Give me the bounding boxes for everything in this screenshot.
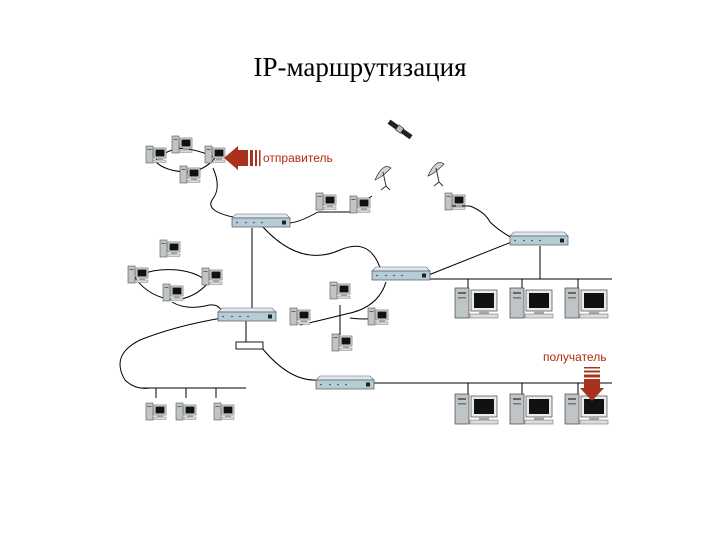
- workstation-icon: [162, 283, 184, 302]
- workstation-icon: [444, 192, 466, 211]
- workstation-icon: [329, 281, 351, 300]
- router-2: [509, 231, 569, 246]
- workstation-icon: [509, 287, 554, 319]
- workstation-icon: [349, 195, 371, 214]
- workstation-icon: [145, 145, 167, 164]
- workstation-icon: [213, 402, 235, 421]
- router-3: [371, 266, 431, 281]
- satellite-dish-icon: [374, 166, 392, 191]
- sender-arrow-icon: [224, 146, 261, 170]
- workstation-icon: [367, 307, 389, 326]
- workstation-icon: [159, 239, 181, 258]
- workstations-satellite: [315, 192, 466, 214]
- workstation-icon: [509, 393, 554, 425]
- workstation-icon: [175, 402, 197, 421]
- router-4: [217, 307, 277, 322]
- router-1: [231, 213, 291, 228]
- workstation-icon: [564, 287, 609, 319]
- satellite-dish-icon: [427, 162, 445, 187]
- workstation-icon: [331, 333, 353, 352]
- workstations-left: [127, 239, 223, 302]
- workstation-icon: [145, 402, 167, 421]
- cable-links: [119, 148, 612, 398]
- workstations-right-upper: [454, 287, 609, 319]
- workstation-icon: [204, 145, 226, 164]
- sender-label: отправитель: [263, 151, 333, 165]
- slide-title: IP-маршрутизация: [253, 52, 467, 82]
- receiver-workstation-icon: [564, 393, 609, 425]
- workstation-icon: [127, 265, 149, 284]
- satellite-icon: [387, 119, 413, 140]
- router-5: [315, 375, 375, 390]
- workstation-icon: [289, 307, 311, 326]
- workstation-icon: [171, 135, 193, 154]
- receiver-label: получатель: [543, 350, 606, 364]
- workstations-right-lower: [454, 393, 609, 425]
- workstations-bottom-left: [145, 402, 235, 421]
- switch-box: [235, 341, 264, 350]
- workstation-icon: [179, 165, 201, 184]
- workstation-icon: [315, 192, 337, 211]
- workstation-icon: [454, 393, 499, 425]
- receiver-arrow-icon: [580, 367, 604, 401]
- workstations-middle: [289, 281, 389, 352]
- workstation-icon: [201, 267, 223, 286]
- workstation-icon: [454, 287, 499, 319]
